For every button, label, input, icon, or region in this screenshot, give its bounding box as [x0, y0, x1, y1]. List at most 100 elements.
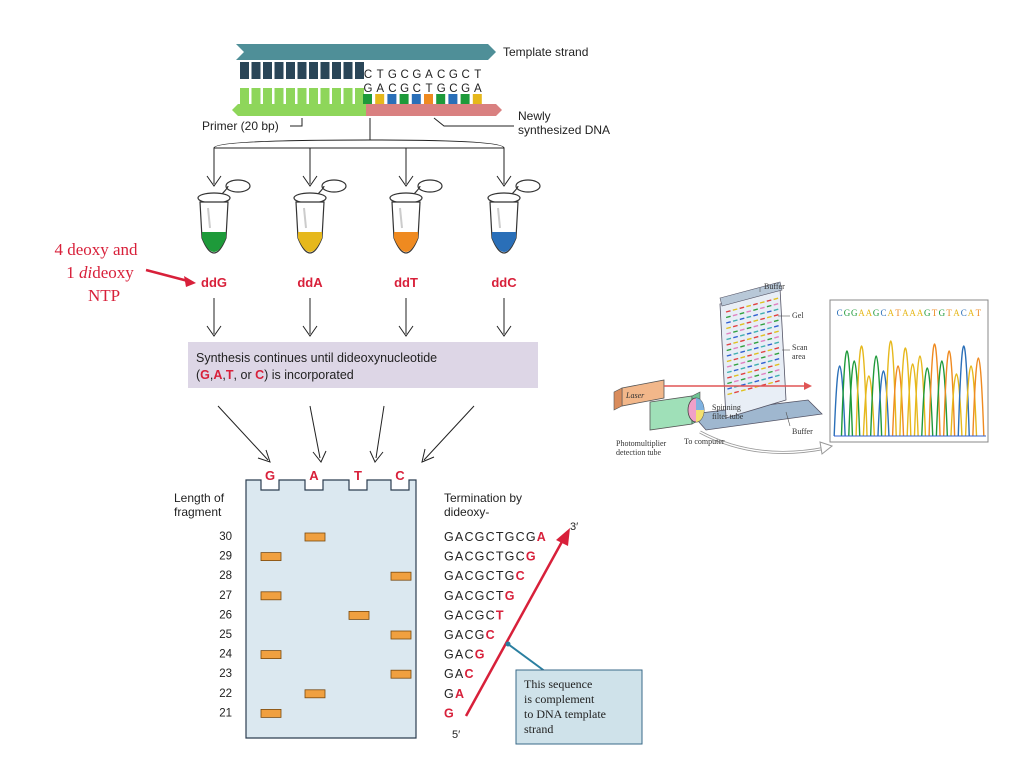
side-note-arrow	[145, 268, 196, 287]
gel-stripe	[767, 348, 773, 352]
gel-stripe	[766, 299, 772, 302]
primer-block	[343, 88, 353, 104]
gel-stripe	[747, 354, 752, 357]
template-block	[286, 62, 295, 79]
sequencer-illustration	[613, 281, 834, 455]
gel-stripe	[773, 319, 779, 323]
gel-stripe	[726, 359, 732, 363]
gel-stripe	[740, 350, 746, 354]
gel-stripe	[774, 341, 780, 345]
tube-shine	[399, 207, 403, 229]
gel-stripe	[766, 310, 772, 313]
gel-band	[260, 650, 282, 659]
tube-liquid	[298, 232, 322, 252]
gel-stripe	[768, 376, 773, 379]
trace-base: T	[895, 308, 901, 318]
tube-ddG: ddG	[197, 179, 251, 290]
gel-stripe	[760, 328, 766, 332]
gel-stripe	[760, 339, 766, 343]
new-colored-bases	[363, 94, 482, 104]
new-base-letter: G	[400, 83, 409, 95]
termination-sequence: GACG	[444, 648, 486, 662]
gel-stripe	[759, 306, 765, 310]
template-base: T	[377, 69, 384, 81]
scan-label-1: Scan	[792, 343, 808, 352]
tube-lid	[225, 179, 251, 193]
gel-stripe	[754, 379, 760, 383]
gel-stripe	[733, 357, 739, 361]
trace-base: A	[866, 308, 873, 318]
gel-band	[260, 591, 282, 601]
new-base-letter: G	[437, 83, 446, 95]
lane-label-G: G	[265, 468, 275, 483]
gel-stripe	[727, 376, 732, 379]
sequence-direction-arrow	[464, 528, 570, 717]
length-label-line2: fragment	[174, 505, 222, 519]
callout-line1: This sequence	[524, 677, 592, 691]
tube-shine	[497, 207, 501, 229]
primer-block	[286, 88, 295, 104]
primer-pointer	[290, 118, 303, 127]
gel-stripe	[739, 317, 745, 321]
trace-base: C	[837, 308, 843, 318]
gel-stripe	[732, 324, 738, 328]
gel-stripe	[760, 323, 766, 326]
trace-base: A	[953, 308, 960, 318]
gel-stripe	[740, 361, 746, 365]
gel-stripe	[747, 376, 753, 379]
gel-stripe	[760, 361, 766, 365]
trace-base: T	[976, 308, 982, 318]
gel-stripe	[726, 321, 731, 324]
gel-slab	[245, 479, 417, 739]
new-base-letter: A	[474, 83, 482, 95]
trace-peak	[964, 365, 978, 437]
gel-stripe	[747, 381, 753, 385]
tube-ddA: ddA	[293, 179, 347, 290]
new-base-letter: A	[376, 83, 384, 95]
template-block	[309, 62, 318, 79]
trace-base: A	[888, 308, 895, 318]
chromatogram-frame	[829, 299, 989, 443]
gel-stripe	[733, 379, 739, 383]
five-prime-label: 5′	[452, 729, 460, 741]
gel-stripe	[767, 343, 773, 346]
new-base-block	[448, 94, 458, 104]
template-base: T	[474, 69, 481, 81]
gel-stripe	[753, 324, 759, 328]
tube-ddT: ddT	[389, 179, 443, 290]
trace-base: A	[968, 308, 975, 318]
fragment-length: 23	[219, 668, 232, 680]
gel-stripe	[746, 332, 752, 335]
box-to-gel-arrows	[217, 405, 475, 463]
spinning-label-2: filter tube	[712, 412, 744, 421]
gel-stripe	[746, 310, 752, 313]
scan-label-2: area	[792, 352, 806, 361]
termination-sequence: GACGCTG	[444, 589, 516, 603]
callout-box	[515, 669, 643, 745]
gel-stripe	[767, 354, 773, 357]
trace-peak	[877, 370, 890, 437]
primer-block	[320, 88, 330, 104]
side-note-line3: NTP	[88, 286, 120, 305]
gel-stripe	[733, 363, 739, 366]
trace-base: A	[917, 308, 924, 318]
gel-stripe	[747, 365, 753, 368]
primer-block	[240, 88, 249, 104]
primer-block	[309, 88, 318, 104]
gel-stripe	[726, 337, 732, 341]
distribution-lines	[206, 118, 512, 187]
tube-label: ddG	[201, 275, 227, 290]
primer-blocks	[240, 88, 364, 104]
trace-base: T	[946, 308, 952, 318]
lane-label-A: A	[309, 468, 319, 483]
gel-stripe	[774, 358, 780, 361]
filter-wedge-2	[696, 410, 704, 422]
new-base-block	[472, 94, 482, 104]
pmt-label-2: detection tube	[616, 448, 662, 457]
gel-stripe	[740, 339, 745, 343]
three-prime-label: 3′	[570, 521, 578, 533]
trace-base: A	[858, 308, 865, 318]
trace-base: G	[939, 308, 946, 318]
